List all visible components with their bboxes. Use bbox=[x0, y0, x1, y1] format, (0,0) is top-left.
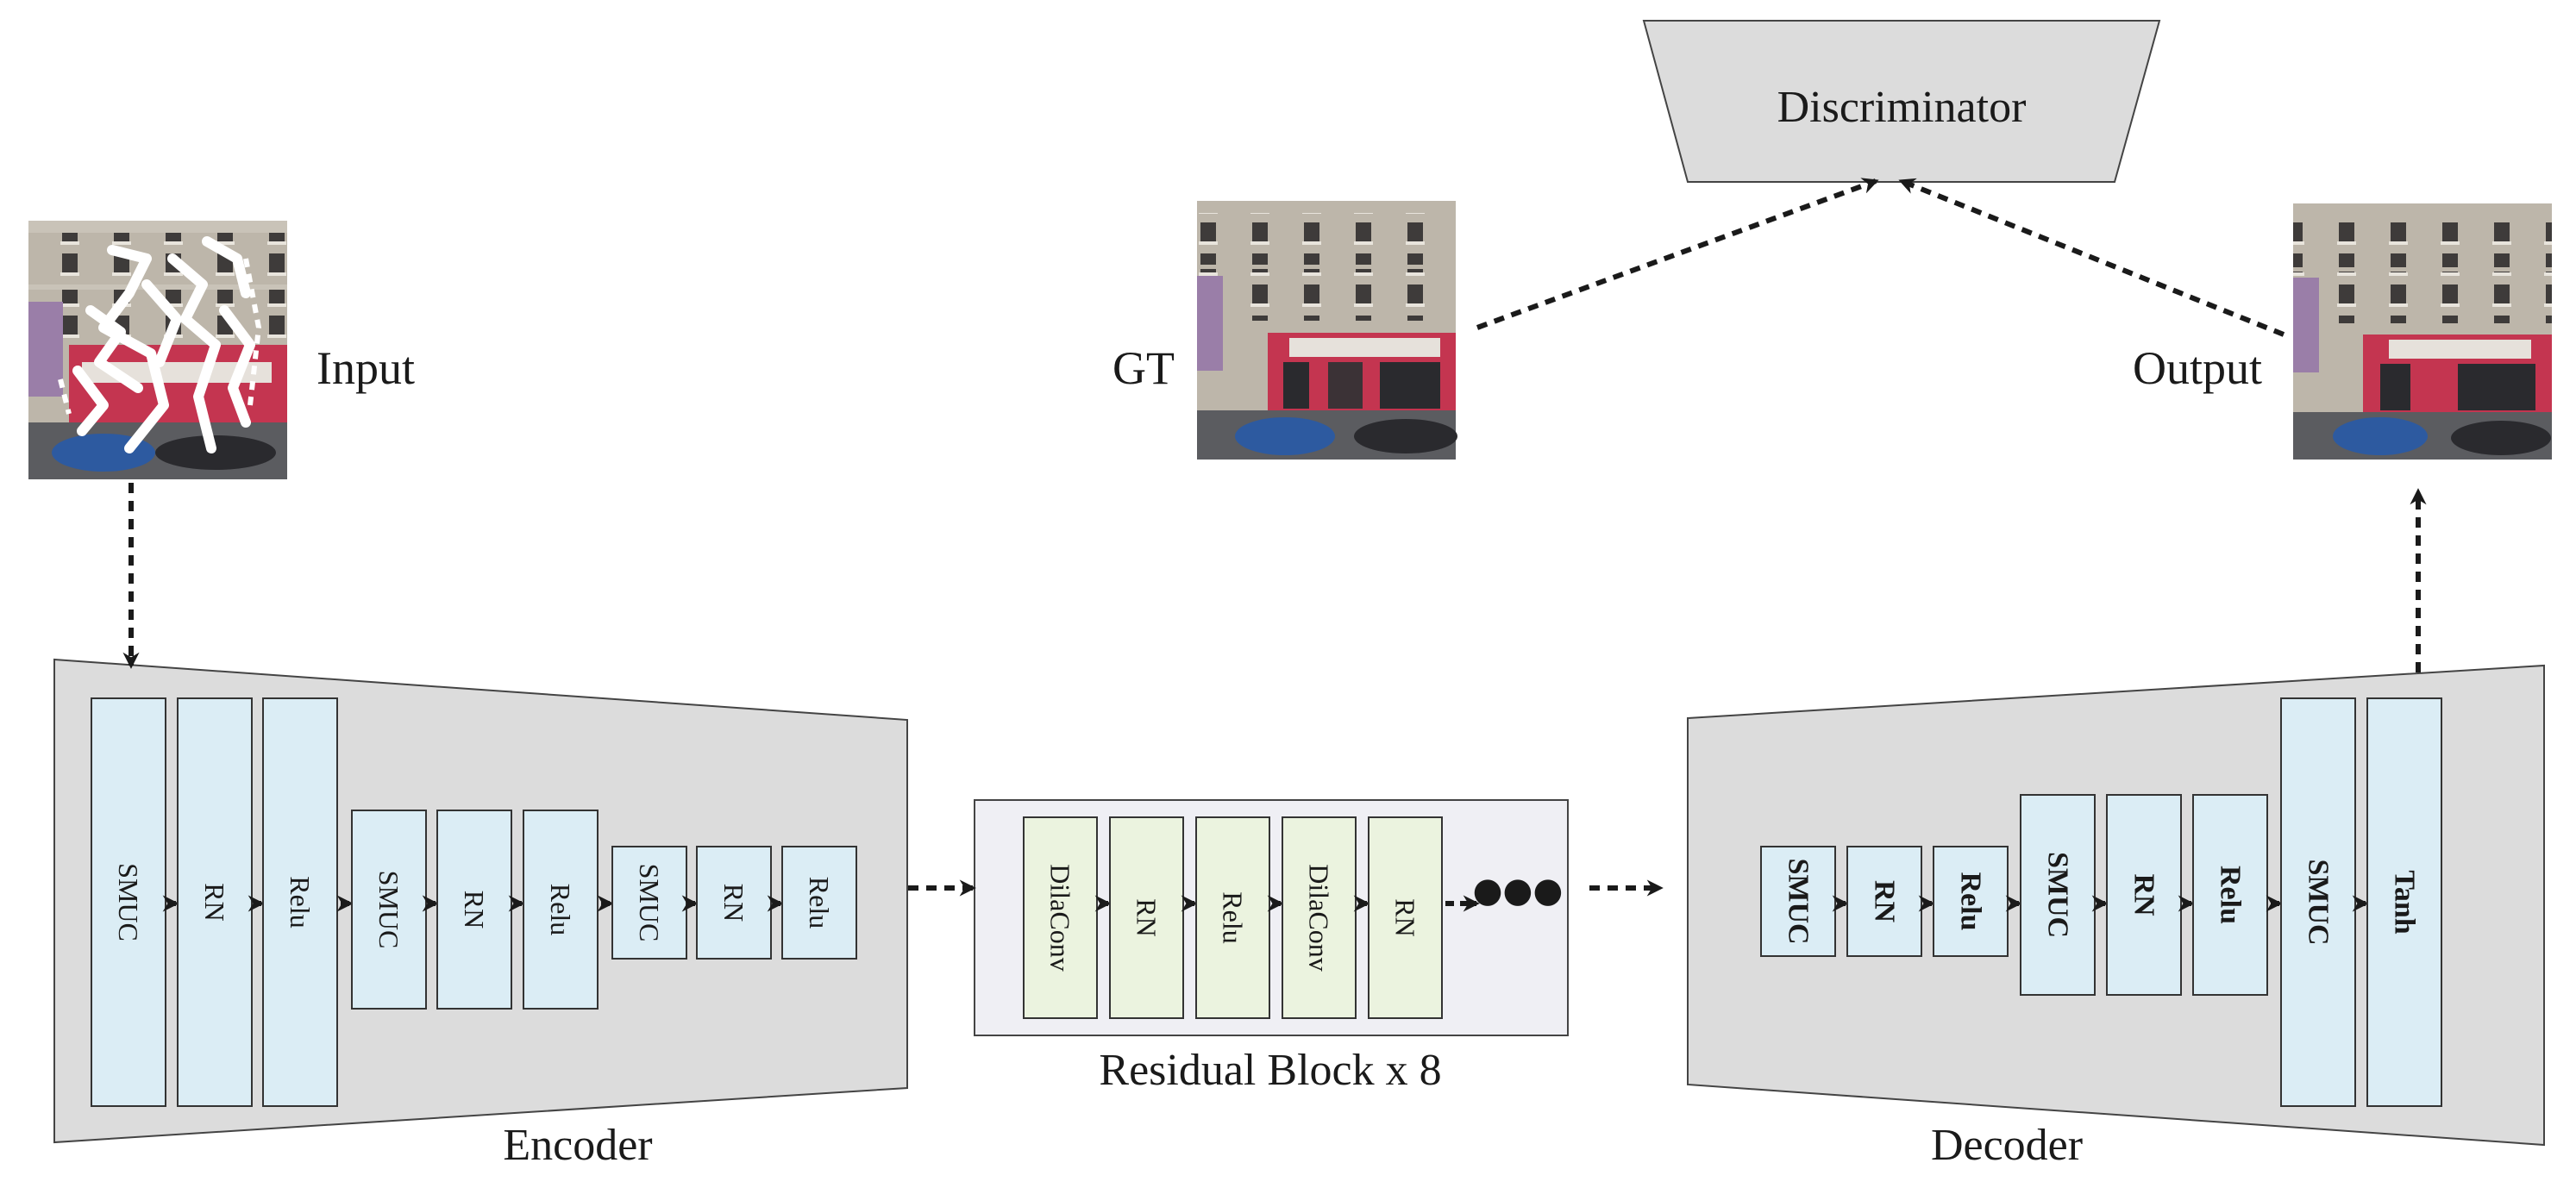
encoder-layer-box-2 bbox=[177, 697, 253, 1107]
encoder-layers: SMUC RN Relu SMUC RN Relu SMUC RN Relu bbox=[91, 697, 857, 1107]
encoder-label: Encoder bbox=[503, 1121, 652, 1170]
encoder-layer-label-5: RN bbox=[459, 891, 490, 929]
residual-layer-box-2 bbox=[1109, 816, 1184, 1019]
residual-layer-label-5: RN bbox=[1390, 898, 1421, 936]
encoder-layer-label-9: Relu bbox=[804, 877, 835, 929]
discriminator-block: Discriminator bbox=[1642, 20, 2161, 183]
arrow-output-to-discriminator bbox=[1898, 178, 2285, 337]
residual-layer-box-5 bbox=[1368, 816, 1443, 1019]
encoder-layer-box-5 bbox=[436, 810, 512, 1010]
encoder-layer-label-7: SMUC bbox=[634, 864, 665, 942]
residual-layer-label-2: RN bbox=[1131, 898, 1163, 936]
decoder-layer-label-7: SMUC bbox=[2303, 859, 2335, 945]
decoder-layer-box-3 bbox=[1933, 846, 2009, 957]
input-image bbox=[28, 221, 287, 479]
residual-layer-box-1 bbox=[1023, 816, 1098, 1019]
residual-layer-box-4 bbox=[1282, 816, 1357, 1019]
decoder-layer-box-4 bbox=[2020, 794, 2096, 996]
decoder-layer-label-8: Tanh bbox=[2389, 870, 2421, 934]
encoder-layer-label-2: RN bbox=[199, 883, 230, 921]
gt-label: GT bbox=[1113, 342, 1175, 394]
decoder-layer-label-6: Relu bbox=[2215, 866, 2247, 924]
decoder-module: SMUC RN Relu SMUC RN Relu SMUC Tanh Decoder bbox=[1687, 664, 2545, 1170]
ground-truth-image bbox=[1197, 201, 1457, 460]
decoder-label: Decoder bbox=[1931, 1121, 2083, 1170]
decoder-layer-box-8 bbox=[2366, 697, 2442, 1107]
output-image bbox=[2293, 203, 2552, 460]
decoder-layer-label-5: RN bbox=[2128, 873, 2160, 916]
encoder-layer-box-3 bbox=[262, 697, 338, 1107]
encoder-layer-box-7 bbox=[611, 846, 687, 960]
encoder-layer-label-1: SMUC bbox=[113, 863, 144, 941]
encoder-layer-label-6: Relu bbox=[545, 884, 576, 935]
residual-layer-label-3: Relu bbox=[1218, 891, 1249, 943]
residual-block-label: Residual Block x 8 bbox=[1099, 1046, 1441, 1095]
encoder-layer-label-4: SMUC bbox=[373, 871, 404, 949]
discriminator-label: Discriminator bbox=[1777, 83, 2027, 132]
residual-layers: DilaConv RN Relu DilaConv RN bbox=[1023, 816, 1480, 1019]
residual-layer-box-3 bbox=[1195, 816, 1270, 1019]
encoder-layer-label-3: Relu bbox=[285, 876, 316, 928]
decoder-layer-box-5 bbox=[2106, 794, 2182, 996]
encoder-layer-box-8 bbox=[696, 846, 772, 960]
residual-layer-label-4: DilaConv bbox=[1304, 864, 1335, 971]
encoder-layer-label-8: RN bbox=[718, 884, 749, 922]
decoder-layer-box-6 bbox=[2192, 794, 2268, 996]
output-label: Output bbox=[2133, 342, 2262, 394]
decoder-layer-box-7 bbox=[2280, 697, 2356, 1107]
input-label: Input bbox=[317, 342, 415, 394]
encoder-layer-box-9 bbox=[781, 846, 857, 960]
residual-block-module: DilaConv RN Relu DilaConv RN ●●● Residual Bl… bbox=[974, 799, 1569, 1095]
encoder-layer-box-6 bbox=[523, 810, 599, 1010]
decoder-layer-label-1: SMUC bbox=[1783, 858, 1814, 944]
encoder-module: SMUC RN Relu SMUC RN Relu SMUC RN Relu Encoder bbox=[53, 658, 908, 1170]
residual-layer-label-1: DilaConv bbox=[1045, 864, 1076, 971]
arrow-gt-to-discriminator bbox=[1476, 178, 1879, 330]
residual-ellipsis: ●●● bbox=[1473, 871, 1564, 910]
decoder-layer-label-2: RN bbox=[1869, 880, 1901, 923]
decoder-layer-box-1 bbox=[1760, 846, 1836, 957]
decoder-layer-label-4: SMUC bbox=[2042, 852, 2074, 938]
decoder-layers: SMUC RN Relu SMUC RN Relu SMUC Tanh bbox=[1760, 697, 2442, 1107]
decoder-layer-label-3: Relu bbox=[1955, 872, 1987, 931]
